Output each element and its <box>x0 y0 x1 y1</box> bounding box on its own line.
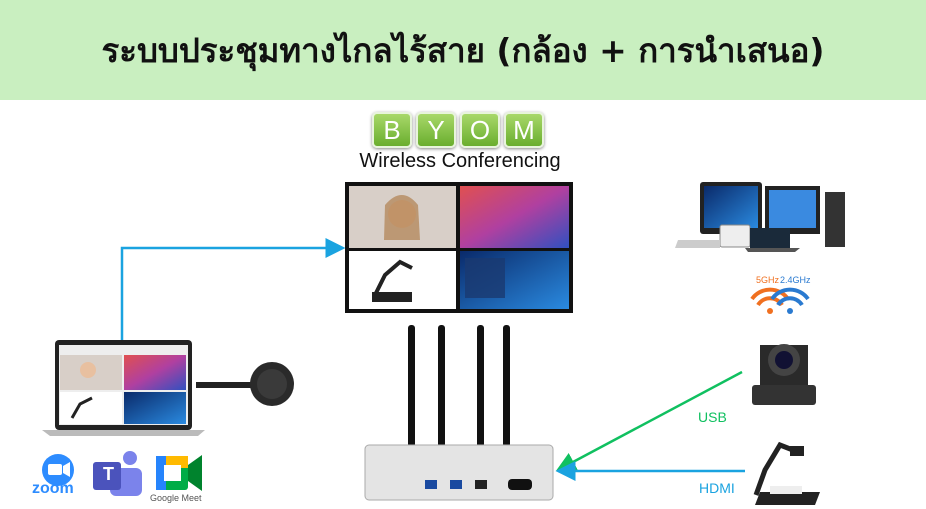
google-meet-label: Google Meet <box>150 493 202 503</box>
wireless-dongle <box>196 362 294 406</box>
document-camera <box>753 441 820 505</box>
subtitle: Wireless Conferencing <box>359 150 561 172</box>
hdmi-label: HDMI <box>699 480 735 496</box>
computer-devices <box>675 182 845 252</box>
title-band <box>0 0 926 100</box>
logo-tile: B <box>372 112 412 148</box>
wifi-5ghz-label: 5GHz <box>756 275 780 285</box>
google-meet-logo <box>156 455 202 491</box>
byom-logo: B Y O M <box>372 112 544 148</box>
usb-label: USB <box>698 409 727 425</box>
router <box>364 325 554 501</box>
laptop-to-display-line <box>120 238 346 340</box>
ptz-camera <box>752 344 816 405</box>
display-screen <box>345 182 573 313</box>
wifi-icon <box>750 287 810 314</box>
logo-tile: O <box>460 112 500 148</box>
teams-logo <box>93 451 142 496</box>
logo-tile: Y <box>416 112 456 148</box>
teams-letter: T <box>103 464 114 484</box>
zoom-logo <box>42 454 74 486</box>
logo-tile: M <box>504 112 544 148</box>
zoom-label: zoom <box>32 480 74 497</box>
page-title: ระบบประชุมทางไกลไร้สาย (กล้อง + การนำเสน… <box>101 30 825 70</box>
laptop <box>42 340 205 436</box>
wifi-24ghz-label: 2.4GHz <box>780 275 811 285</box>
usb-line <box>555 370 743 472</box>
